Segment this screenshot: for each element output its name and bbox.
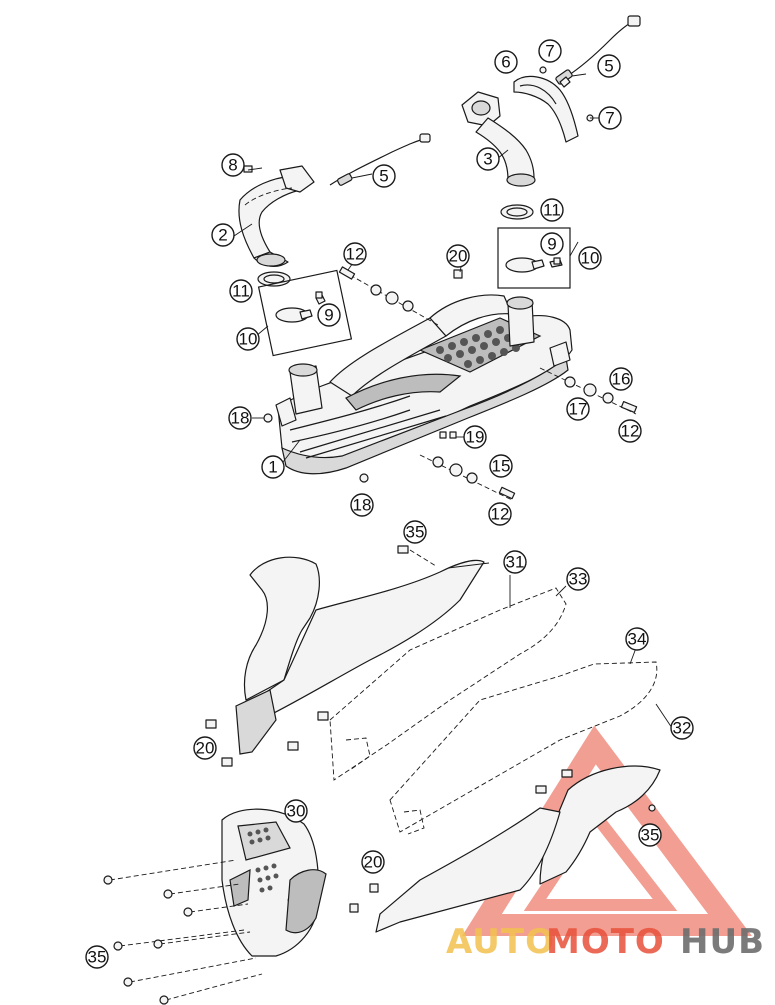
callout-12-right: 12 xyxy=(618,419,642,443)
callout-18-bottom: 18 xyxy=(350,493,374,517)
heat-insulation-sheet-34 xyxy=(389,661,658,835)
svg-text:10: 10 xyxy=(239,330,258,349)
svg-text:16: 16 xyxy=(612,370,631,389)
callout-20-top: 20 xyxy=(446,244,470,268)
svg-text:18: 18 xyxy=(231,409,250,428)
callout-11-right: 11 xyxy=(540,198,564,222)
svg-text:9: 9 xyxy=(324,306,333,325)
svg-text:32: 32 xyxy=(673,719,692,738)
callout-6: 6 xyxy=(494,50,518,74)
callout-7-lower: 7 xyxy=(598,106,622,130)
callout-12-top: 12 xyxy=(343,242,367,266)
muffler-body xyxy=(275,294,573,475)
svg-text:35: 35 xyxy=(88,948,107,967)
svg-text:12: 12 xyxy=(346,245,365,264)
exhaust-header-rear xyxy=(461,91,536,187)
callout-8: 8 xyxy=(221,153,245,177)
front-grille-cover xyxy=(221,808,327,957)
callout-5-upper: 5 xyxy=(597,54,621,78)
callout-35-bottom: 35 xyxy=(85,945,109,969)
callout-35-right: 35 xyxy=(638,823,662,847)
svg-text:15: 15 xyxy=(492,457,511,476)
gasket-right xyxy=(500,204,534,220)
svg-text:5: 5 xyxy=(379,167,388,186)
svg-text:34: 34 xyxy=(628,630,647,649)
callout-18-left: 18 xyxy=(228,406,252,430)
callout-33: 33 xyxy=(566,567,590,591)
svg-text:35: 35 xyxy=(641,826,660,845)
svg-text:20: 20 xyxy=(449,247,468,266)
svg-text:7: 7 xyxy=(605,109,614,128)
svg-text:35: 35 xyxy=(406,523,425,542)
svg-text:20: 20 xyxy=(196,739,215,758)
svg-text:31: 31 xyxy=(506,553,525,572)
callout-19: 19 xyxy=(463,425,487,449)
watermark-auto: AUTO xyxy=(446,922,555,962)
svg-text:5: 5 xyxy=(604,57,613,76)
callout-5-front: 5 xyxy=(372,164,396,188)
muffler-top-mesh xyxy=(436,326,520,368)
exhaust-header-front xyxy=(238,165,315,267)
svg-text:11: 11 xyxy=(232,282,250,301)
callout-20-mid: 20 xyxy=(193,736,217,760)
callout-35-top: 35 xyxy=(403,520,427,544)
callout-16: 16 xyxy=(609,367,633,391)
callout-7-upper: 7 xyxy=(538,39,562,63)
svg-text:10: 10 xyxy=(581,249,600,268)
callout-32: 32 xyxy=(670,716,694,740)
side-cover-right xyxy=(375,765,661,933)
watermark-text: AUTO MOTO HUB xyxy=(446,922,765,962)
svg-text:30: 30 xyxy=(287,802,306,821)
callout-31: 31 xyxy=(503,550,527,574)
svg-text:3: 3 xyxy=(483,150,492,169)
watermark-hub: HUB xyxy=(680,922,765,962)
callout-34: 34 xyxy=(625,627,649,651)
screws-35 xyxy=(103,804,656,1005)
svg-text:12: 12 xyxy=(621,422,640,441)
callout-2: 2 xyxy=(211,223,235,247)
svg-text:1: 1 xyxy=(268,458,277,477)
svg-text:18: 18 xyxy=(353,496,372,515)
svg-text:20: 20 xyxy=(364,853,383,872)
callout-12-bottom: 12 xyxy=(488,502,512,526)
callout-20-bottom: 20 xyxy=(361,850,385,874)
callout-9-right: 9 xyxy=(540,232,564,256)
svg-text:12: 12 xyxy=(491,505,510,524)
svg-text:2: 2 xyxy=(218,226,227,245)
svg-text:19: 19 xyxy=(466,428,485,447)
callout-9-left: 9 xyxy=(317,303,341,327)
callout-10-left: 10 xyxy=(236,327,260,351)
svg-text:33: 33 xyxy=(569,570,588,589)
callout-10-right: 10 xyxy=(578,246,602,270)
svg-text:7: 7 xyxy=(545,42,554,61)
mounting-bolts xyxy=(243,165,638,501)
svg-text:6: 6 xyxy=(501,53,510,72)
heat-shield-small xyxy=(513,66,594,143)
heat-insulation-sheet-33 xyxy=(329,587,567,781)
callout-30: 30 xyxy=(284,799,308,823)
callout-17: 17 xyxy=(566,397,590,421)
svg-text:9: 9 xyxy=(547,235,556,254)
svg-text:11: 11 xyxy=(543,201,561,220)
svg-text:8: 8 xyxy=(228,156,237,175)
svg-text:17: 17 xyxy=(569,400,588,419)
callout-3: 3 xyxy=(476,147,500,171)
callout-15: 15 xyxy=(489,454,513,478)
oxygen-sensor-front xyxy=(329,133,431,186)
callout-1: 1 xyxy=(261,455,285,479)
side-cover-left xyxy=(205,545,485,767)
oxygen-sensor-upper xyxy=(555,15,641,88)
callout-11-left: 11 xyxy=(229,279,253,303)
watermark-moto: MOTO xyxy=(546,922,665,962)
